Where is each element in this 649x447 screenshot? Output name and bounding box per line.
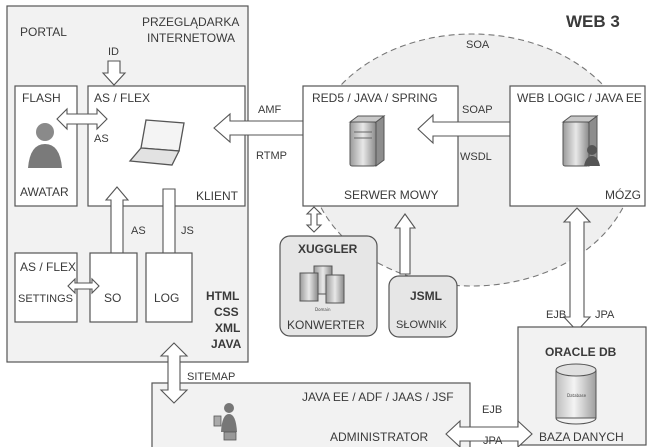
sitemap-label: SITEMAP <box>187 371 235 383</box>
admin-box <box>151 382 471 447</box>
settings-box <box>14 252 78 323</box>
portal-label: PORTAL <box>20 25 67 39</box>
tech-html: HTML <box>206 289 239 303</box>
tech-xml: XML <box>215 321 240 335</box>
client-caption: KLIENT <box>196 189 239 203</box>
soa-label: SOA <box>466 39 490 51</box>
red5-caption: SERWER MOWY <box>344 188 438 202</box>
diagram-title: WEB 3 <box>566 12 620 31</box>
js-label: JS <box>181 225 194 237</box>
converter-icon-caption: Domain <box>315 307 331 312</box>
converter-server-icon: Domain <box>299 265 345 312</box>
administrator-icon <box>213 403 237 441</box>
jsml-title: JSML <box>410 289 442 303</box>
so-caption: SO <box>104 291 121 305</box>
database-icon-caption: Database <box>567 393 587 398</box>
jsml-caption: SŁOWNIK <box>396 319 447 331</box>
browser-label-line2: INTERNETOWA <box>147 31 235 45</box>
log-caption: LOG <box>154 291 179 305</box>
flash-title: FLASH <box>22 91 61 105</box>
ejb-label-vertical: EJB <box>546 309 566 321</box>
flash-caption: AWATAR <box>20 185 69 199</box>
laptop-icon <box>128 119 185 166</box>
speech-server-icon <box>348 115 386 167</box>
database-icon: Database <box>555 363 597 425</box>
admin-oracle-arrow <box>445 419 533 447</box>
red5-xuggler-arrow <box>305 206 323 233</box>
settings-caption: SETTINGS <box>18 293 73 305</box>
oracle-title: ORACLE DB <box>545 345 617 359</box>
as-label-flash: AS <box>94 133 109 145</box>
weblogic-title: WEB LOGIC / JAVA EE <box>517 91 642 105</box>
xuggler-caption: KONWERTER <box>287 318 365 332</box>
admin-title: JAVA EE / ADF / JAAS / JSF <box>302 390 454 404</box>
tech-java: JAVA <box>211 337 242 351</box>
weblogic-caption: MÓZG <box>605 187 641 202</box>
jsml-box <box>388 275 458 338</box>
browser-label-line1: PRZEGLĄDARKA <box>142 15 239 29</box>
as-label-so: AS <box>131 225 146 237</box>
settings-title: AS / FLEX <box>20 260 76 274</box>
flash-client-arrow <box>56 107 108 131</box>
jsml-red5-arrow <box>393 213 417 275</box>
tech-css: CSS <box>214 305 239 319</box>
id-label: ID <box>108 46 119 58</box>
red5-title: RED5 / JAVA / SPRING <box>312 91 438 105</box>
admin-caption: ADMINISTRATOR <box>330 430 429 444</box>
xuggler-title: XUGGLER <box>298 242 358 256</box>
client-title: AS / FLEX <box>94 91 150 105</box>
oracle-caption: BAZA DANYCH <box>539 430 624 444</box>
sitemap-arrow <box>159 342 189 404</box>
rtmp-label: RTMP <box>256 150 287 162</box>
jpa-label-horizontal: JPA <box>483 435 503 447</box>
brain-server-icon <box>561 115 600 167</box>
id-arrow <box>101 60 127 86</box>
wsdl-label: WSDL <box>460 151 492 163</box>
amf-label: AMF <box>258 104 282 116</box>
settings-so-arrow <box>67 277 100 295</box>
log-box <box>145 252 193 323</box>
jpa-label-vertical: JPA <box>595 309 615 321</box>
ejb-label-horizontal: EJB <box>482 404 502 416</box>
soap-label: SOAP <box>462 104 493 116</box>
avatar-icon <box>28 123 62 168</box>
